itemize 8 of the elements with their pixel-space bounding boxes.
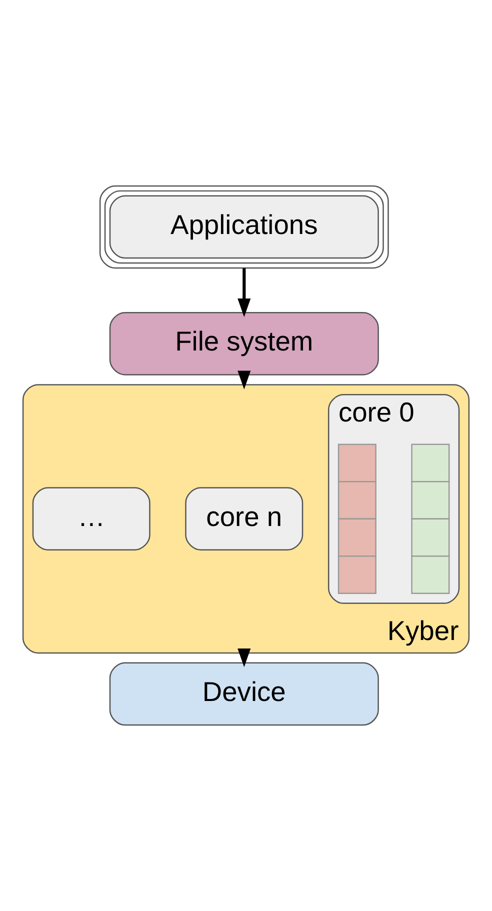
node-box: … bbox=[32, 487, 150, 551]
node-box: Device bbox=[109, 662, 379, 726]
node-box: core n bbox=[185, 487, 304, 551]
cluster: core 0 bbox=[328, 394, 460, 604]
arrow bbox=[238, 648, 251, 668]
arrow bbox=[238, 370, 251, 390]
arrow bbox=[238, 268, 251, 318]
node-box: Applications bbox=[99, 185, 389, 269]
